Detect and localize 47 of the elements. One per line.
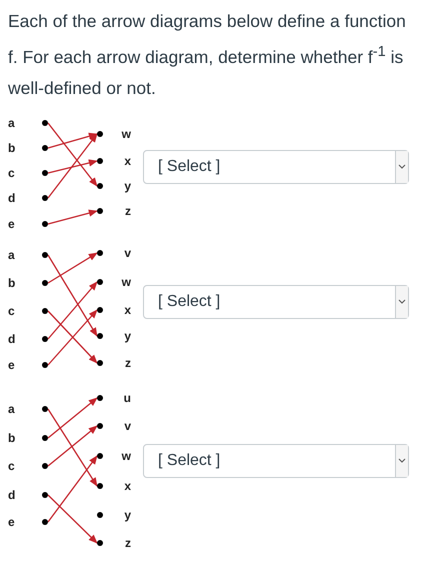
arrow <box>48 425 98 466</box>
mapping-point: w <box>97 448 131 464</box>
select-dropdown: [ Select ] <box>143 444 409 478</box>
mapping-point: b <box>8 140 48 156</box>
mapping-point: z <box>97 535 131 551</box>
arrow <box>47 455 98 522</box>
question-text: Each of the arrow diagrams below define a function f. For each arrow diagram, determine whether f$^{-1}$ is well-defined or not. <box>8 10 406 100</box>
mapping-point: c <box>8 165 48 181</box>
select-dropdown: [ Select ] <box>143 150 409 184</box>
arrow <box>47 408 98 487</box>
mapping-point: y <box>97 178 131 194</box>
mapping-point: x <box>97 153 131 169</box>
mapping-point: d <box>8 487 48 503</box>
mapping-point: y <box>97 328 131 344</box>
mapping-point: z <box>97 203 131 219</box>
mapping-point: z <box>97 355 131 371</box>
arrow <box>48 494 98 544</box>
mapping-point: c <box>8 458 48 474</box>
arrow <box>48 210 98 225</box>
mapping-point: c <box>8 303 48 319</box>
mapping-point: y <box>97 507 131 523</box>
mapping-point: v <box>97 245 131 261</box>
arrow <box>47 133 98 198</box>
arrow <box>48 132 98 149</box>
mapping-point: w <box>97 126 131 142</box>
arrow <box>47 122 98 187</box>
arrow <box>47 254 98 337</box>
arrow <box>48 252 98 284</box>
arrow <box>48 281 98 340</box>
mapping-point: e <box>8 514 48 530</box>
mapping-point: a <box>8 247 48 263</box>
mapping-point: x <box>97 478 131 494</box>
select-dropdown: [ Select ] <box>143 285 409 319</box>
mapping-point: x <box>97 302 131 318</box>
mapping-point: d <box>8 331 48 347</box>
mapping-point: b <box>8 275 48 291</box>
mapping-point: d <box>8 190 48 206</box>
arrow <box>48 397 98 438</box>
mapping-point: u <box>97 390 131 406</box>
mapping-point: e <box>8 216 48 232</box>
arrow <box>48 159 98 174</box>
mapping-point: a <box>8 115 48 131</box>
mapping-point: a <box>8 401 48 417</box>
mapping-point: v <box>97 418 131 434</box>
mapping-point: e <box>8 357 48 373</box>
mapping-point: b <box>8 430 48 446</box>
mapping-point: w <box>97 274 131 290</box>
